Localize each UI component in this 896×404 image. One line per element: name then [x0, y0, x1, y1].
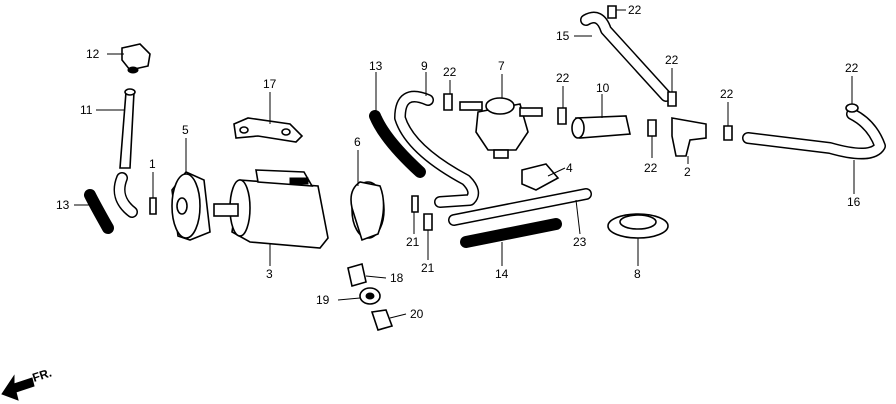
part-23-hose [448, 188, 592, 226]
part-6-ring-cap [350, 181, 385, 242]
direction-label: FR. [31, 366, 54, 385]
part-4-clamp [521, 163, 560, 191]
part-3-canister [213, 169, 329, 249]
label-13-left: 13 [56, 198, 70, 212]
part-2-t-joint [671, 117, 707, 157]
part-14-ribbed-hose [460, 218, 562, 248]
label-1: 1 [149, 157, 156, 171]
part-10-pipe [571, 115, 631, 139]
part-1-clip [149, 192, 157, 215]
label-14: 14 [495, 267, 509, 281]
part-16-hose [742, 108, 886, 160]
label-22-c: 22 [556, 71, 570, 85]
part-12-cap [121, 43, 151, 74]
part-22-clip-b [607, 5, 617, 19]
label-22-a: 22 [443, 65, 457, 79]
label-22-f: 22 [720, 87, 734, 101]
label-13-center: 13 [369, 59, 383, 73]
label-3: 3 [266, 267, 273, 281]
label-2: 2 [684, 165, 691, 179]
part-9-hose [394, 90, 480, 208]
part-17-bracket [233, 117, 304, 143]
part-22-clip-d [667, 91, 677, 107]
label-19: 19 [316, 293, 330, 307]
part-13-ribbed-hose-center [369, 110, 426, 178]
label-4: 4 [566, 161, 573, 175]
label-5: 5 [182, 123, 189, 137]
label-12: 12 [86, 47, 100, 61]
part-22-clip-a [443, 93, 453, 111]
part-5-filter-housing [171, 171, 211, 241]
arrow-icon [1, 374, 35, 401]
label-22-g: 22 [845, 61, 859, 75]
part-22-clip-f [723, 125, 733, 141]
part-20-cap [370, 309, 394, 331]
label-6: 6 [354, 135, 361, 149]
part-11-pipe [119, 88, 136, 169]
label-21-a: 21 [406, 235, 420, 249]
part-22-clip-e [647, 119, 657, 137]
part-7-fuel-pump [459, 97, 543, 159]
label-21-b: 21 [421, 261, 435, 275]
label-22-b: 22 [628, 3, 642, 17]
elbow-hose [113, 172, 138, 218]
label-9: 9 [421, 59, 428, 73]
part-21-clip-a [411, 195, 419, 213]
leader-lines [74, 9, 855, 319]
label-20: 20 [410, 307, 424, 321]
label-7: 7 [498, 59, 505, 73]
label-23: 23 [573, 235, 587, 249]
part-22-clip-g [845, 103, 859, 113]
label-15: 15 [556, 29, 570, 43]
part-18-fitting [347, 262, 367, 288]
label-11: 11 [80, 103, 93, 117]
part-21-clip-b [423, 213, 433, 231]
part-8-ring [607, 213, 669, 239]
label-22-e: 22 [644, 161, 658, 175]
front-direction-arrow: FR. [1, 366, 54, 401]
part-19-nut [359, 287, 381, 305]
label-10: 10 [596, 81, 610, 95]
part-13-ribbed-hose-left [84, 189, 114, 234]
part-22-clip-c [557, 107, 567, 125]
label-8: 8 [634, 267, 641, 281]
label-18: 18 [390, 271, 404, 285]
label-16: 16 [847, 195, 861, 209]
label-17: 17 [263, 77, 277, 91]
label-22-d: 22 [665, 53, 679, 67]
part-15-hose [580, 11, 672, 102]
